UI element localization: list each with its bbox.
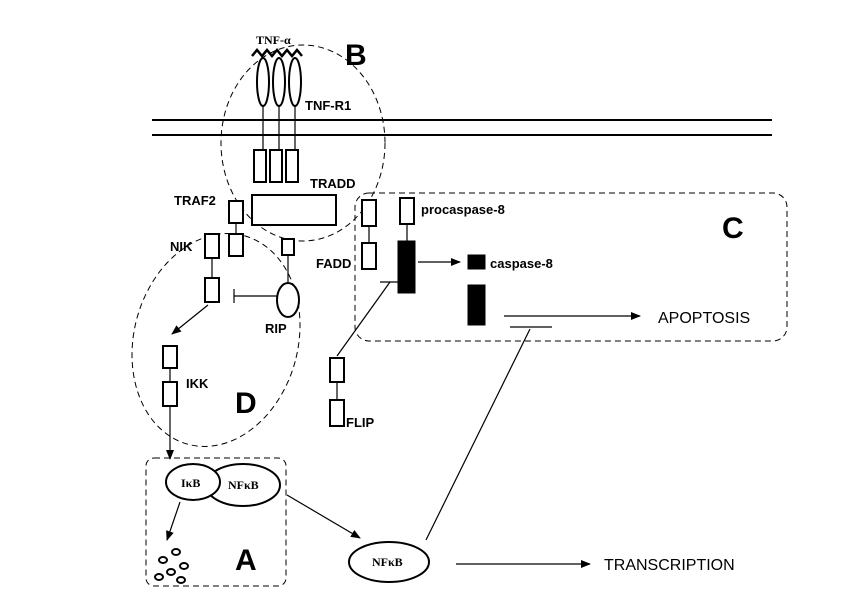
ikk-protein <box>162 345 178 407</box>
ikb-label: IκB <box>181 476 200 490</box>
fadd-label: FADD <box>316 256 351 271</box>
caspase8-label: caspase-8 <box>490 256 553 271</box>
flip-protein <box>329 357 345 427</box>
ikb-degradation-arrow <box>166 501 181 541</box>
degraded-ikb-fragments <box>154 548 189 584</box>
nik-label: NIK <box>170 239 193 254</box>
fadd-protein <box>361 199 377 270</box>
caspase8-protein <box>467 254 486 326</box>
region-c-label: C <box>722 212 744 245</box>
tnf-alpha-label: TNF-α <box>256 33 291 47</box>
nik-to-ikk-arrow <box>171 304 209 335</box>
apoptosis-label: APOPTOSIS <box>658 310 750 327</box>
traf2-protein <box>228 200 244 257</box>
rip-inhibits-nik <box>233 289 277 303</box>
region-b-outline <box>220 44 386 242</box>
rip-protein <box>276 238 300 318</box>
region-c-outline <box>354 192 788 342</box>
ikk-label: IKK <box>186 376 209 391</box>
nfkb-free-label: NFκB <box>372 555 403 569</box>
flip-label: FLIP <box>346 415 374 430</box>
transcription-label: TRANSCRIPTION <box>604 557 735 574</box>
nfkb-complex-label: NFκB <box>228 478 259 492</box>
region-b-label: B <box>345 39 367 72</box>
tradd-label: TRADD <box>310 176 356 191</box>
cell-membrane <box>152 119 772 136</box>
flip-inhibits-procaspase <box>336 281 398 357</box>
region-a-outline <box>145 457 287 587</box>
traf2-label: TRAF2 <box>174 193 216 208</box>
nfkb-free-ellipse <box>348 541 430 583</box>
tradd-box <box>251 194 337 226</box>
nik-protein <box>204 233 220 303</box>
region-d-outline <box>131 233 301 447</box>
complex-to-nfkb-arrow <box>286 494 361 539</box>
region-a-label: A <box>235 544 257 577</box>
rip-label: RIP <box>265 321 287 336</box>
procaspase8-protein <box>397 197 416 294</box>
tnf-r1-label: TNF-R1 <box>305 98 351 113</box>
tnf-r1-receptors <box>253 57 302 183</box>
region-d-label: D <box>235 387 257 420</box>
ikb-nfkb-complex <box>165 463 281 507</box>
procaspase8-label: procaspase-8 <box>421 202 505 217</box>
nfkb-inhibits-apoptosis <box>425 326 552 541</box>
tnf-alpha-ligand <box>251 48 303 58</box>
